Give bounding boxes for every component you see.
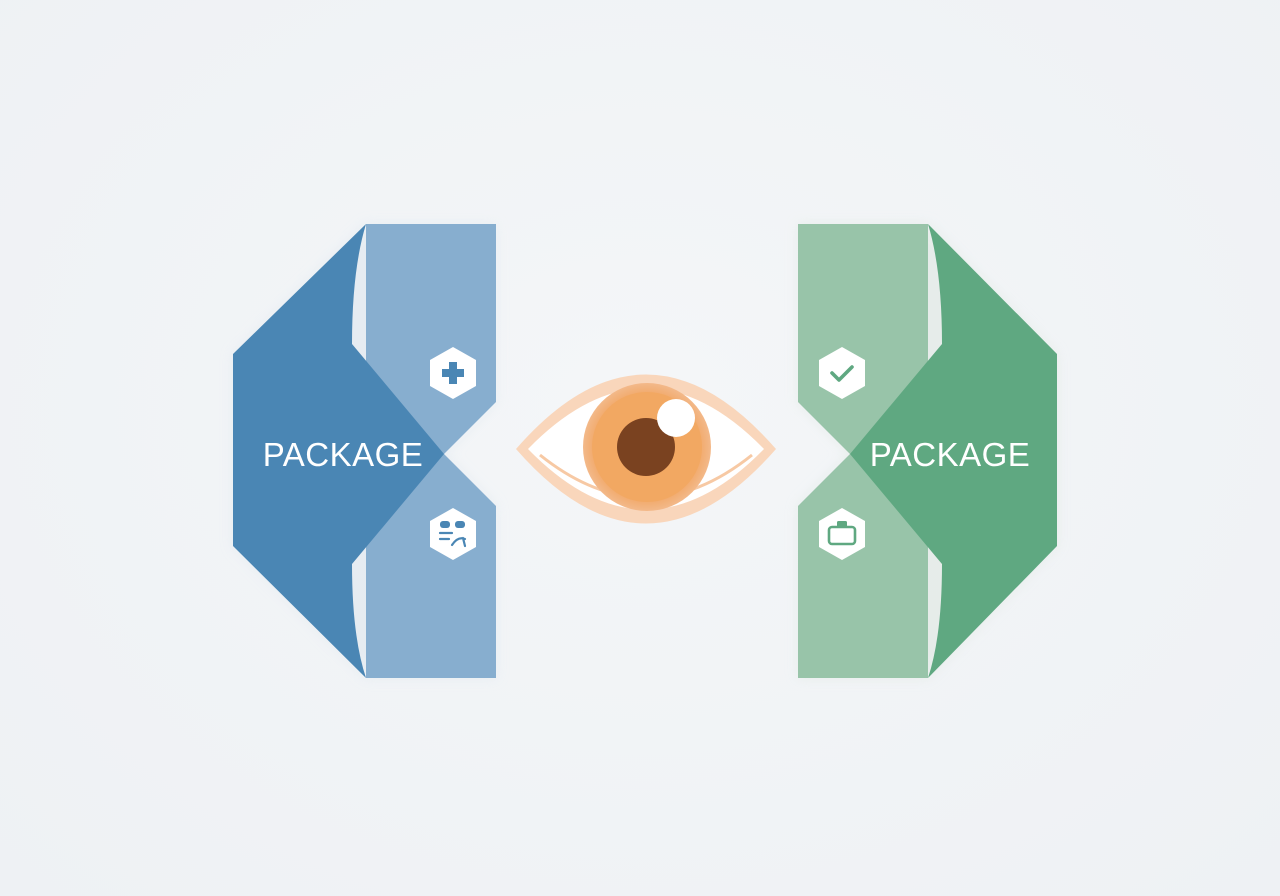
eye-highlight bbox=[657, 399, 695, 437]
eye-pupil bbox=[617, 418, 675, 476]
checkmark-icon bbox=[819, 347, 865, 399]
briefcase-icon bbox=[819, 508, 865, 560]
cross-plus-icon bbox=[430, 347, 476, 399]
left-panel-dark-section bbox=[233, 224, 444, 678]
right-package-panel: PACKAGE bbox=[798, 224, 1057, 678]
left-package-panel: PACKAGE bbox=[233, 224, 496, 678]
people-chat-icon bbox=[430, 508, 476, 560]
eye-icon bbox=[516, 374, 776, 524]
right-panel-dark-section bbox=[850, 224, 1057, 678]
right-package-label: PACKAGE bbox=[870, 436, 1031, 473]
left-package-label: PACKAGE bbox=[263, 436, 424, 473]
